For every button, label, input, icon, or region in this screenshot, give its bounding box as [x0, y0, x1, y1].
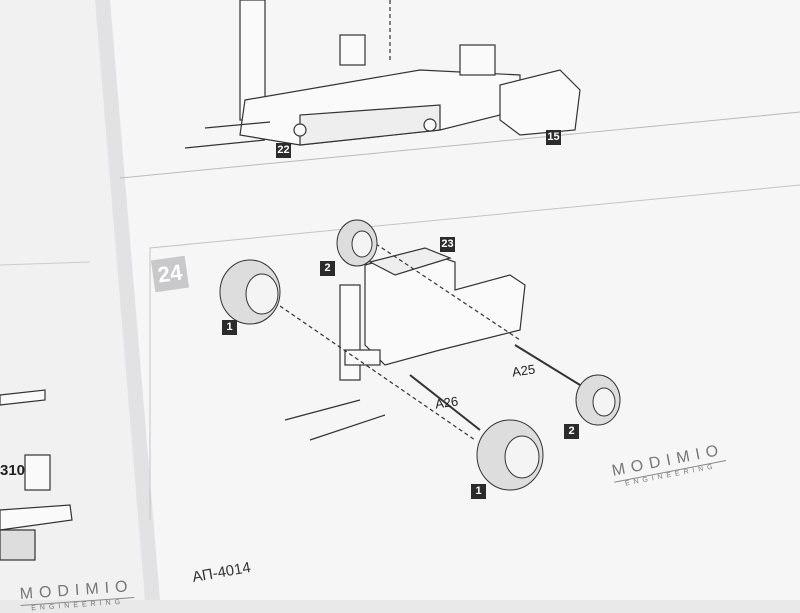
- callout-15: 15: [546, 130, 561, 145]
- wheel-rear-top: [336, 219, 378, 267]
- wheel-rear-right: [575, 374, 621, 426]
- callout-wheel-2-top: 2: [320, 261, 335, 276]
- callout-wheel-1-bottom: 1: [471, 484, 486, 499]
- callout-23: 23: [440, 237, 455, 252]
- callout-22: 22: [276, 143, 291, 158]
- step-panel-border: [149, 184, 800, 520]
- callout-wheel-2-right: 2: [564, 424, 579, 439]
- top-forklift-drawing: [184, 0, 581, 149]
- step-number-badge: 24: [150, 255, 190, 293]
- left-page-border: [0, 261, 91, 266]
- left-page-drawing: [0, 389, 73, 561]
- axle-label-a25: A25: [511, 361, 537, 380]
- booklet-photo: [0, 0, 800, 600]
- wheel-front-left: [219, 259, 281, 325]
- forklift-drawing: [279, 239, 581, 441]
- axle-label-a26: A26: [434, 393, 460, 412]
- left-page-part-label: 310: [0, 462, 26, 479]
- callout-wheel-1-left: 1: [222, 320, 237, 335]
- page-fold-shadow: [95, 0, 160, 600]
- panel-divider: [119, 111, 800, 179]
- wheel-front-bottom: [476, 419, 544, 491]
